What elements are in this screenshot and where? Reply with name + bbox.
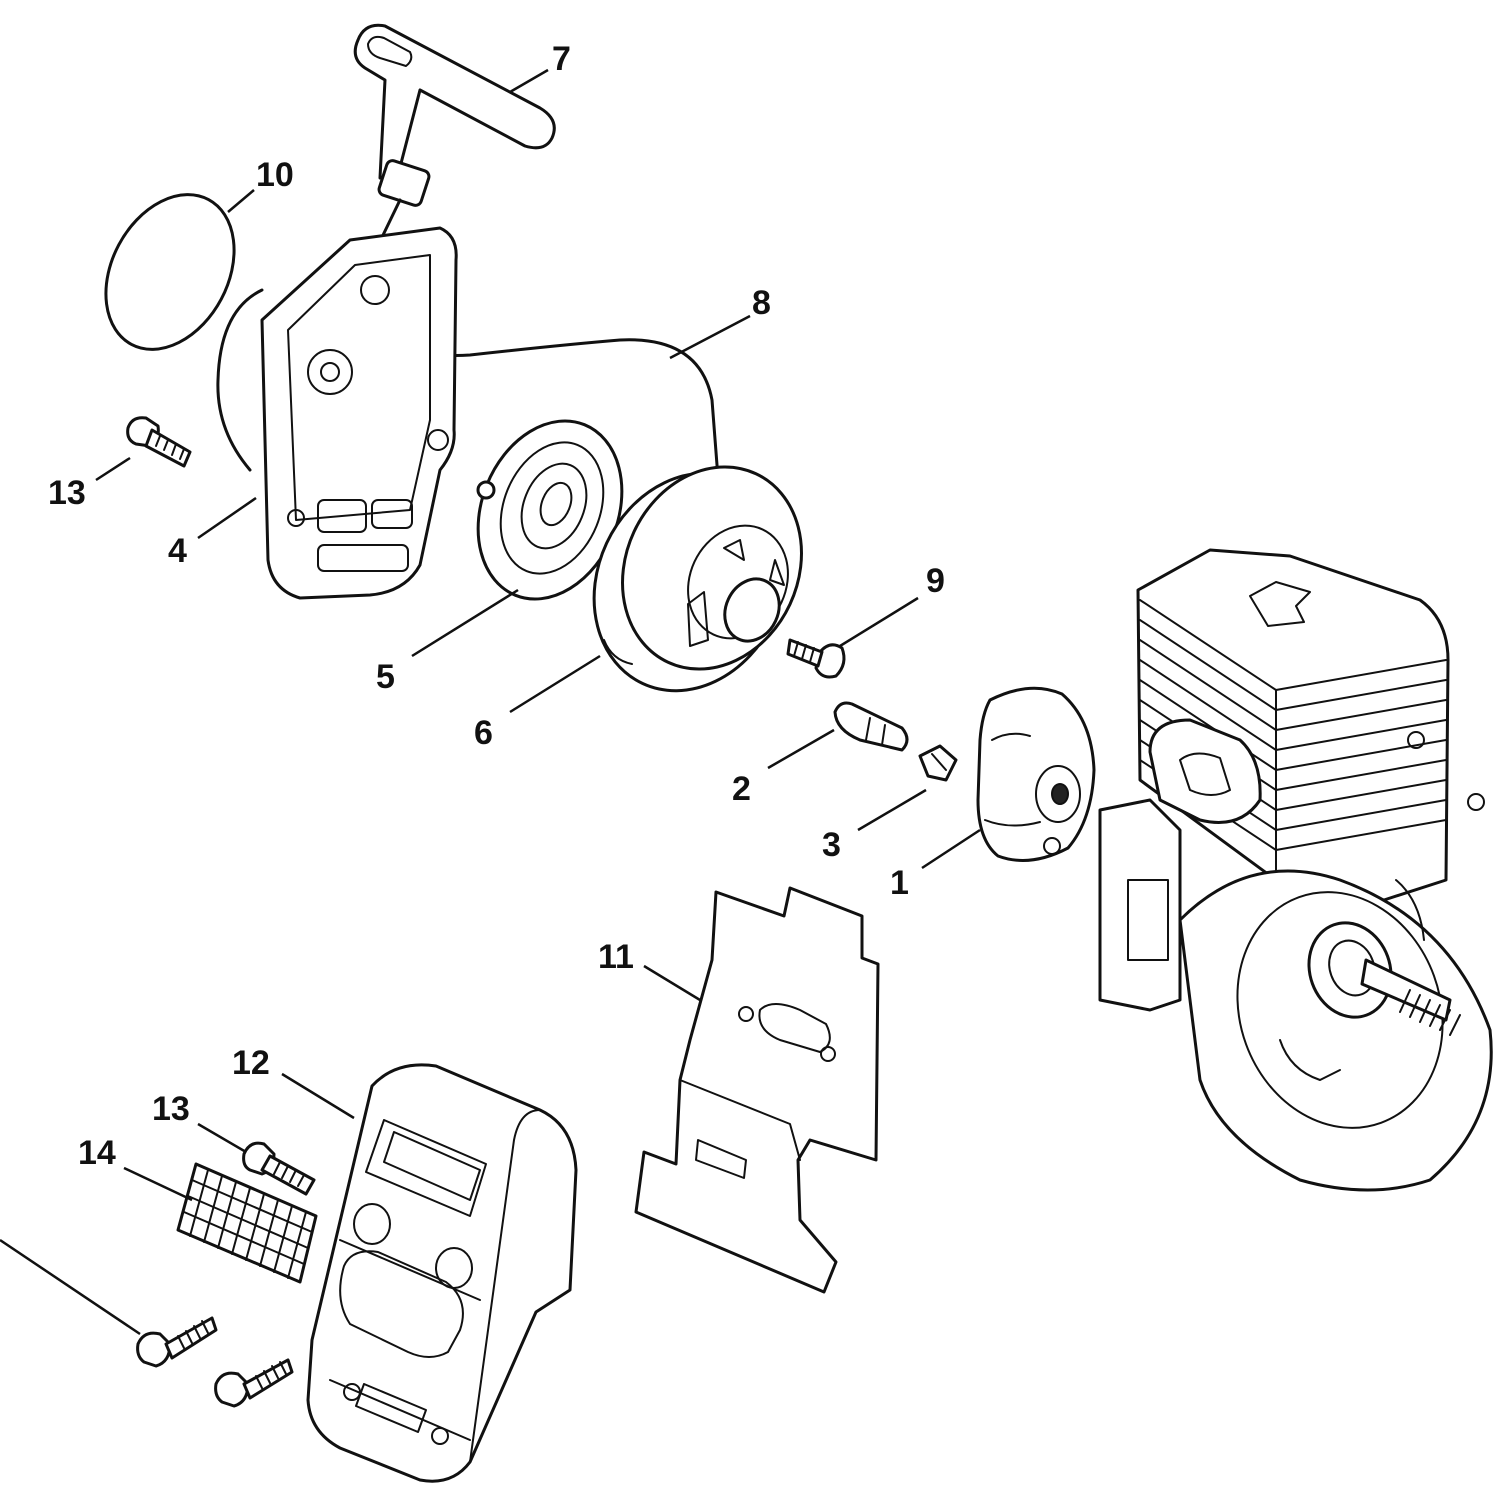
callout-4: 4 — [168, 532, 187, 570]
part-3-spring-clip[interactable] — [918, 744, 958, 782]
callout-9: 9 — [926, 562, 945, 600]
part-7-starter-handle[interactable] — [353, 23, 556, 207]
part-13-screw-lower[interactable] — [242, 1141, 316, 1196]
part-12-muffler[interactable] — [306, 1063, 578, 1483]
callout-labels: 7 10 8 13 4 9 5 6 2 3 1 11 12 13 14 — [48, 40, 945, 1172]
part-10-o-ring[interactable] — [80, 172, 259, 371]
callout-7: 7 — [552, 40, 571, 78]
callout-1: 1 — [890, 864, 909, 902]
part-4-fan-housing[interactable] — [216, 226, 458, 600]
callout-8: 8 — [752, 284, 771, 322]
part-11-heat-shield[interactable] — [634, 886, 880, 1294]
part-14-spark-screen[interactable] — [176, 1162, 318, 1284]
callout-14: 14 — [78, 1134, 116, 1172]
part-13-screw-upper[interactable] — [126, 416, 192, 468]
part-2-pawl[interactable] — [833, 701, 909, 752]
engine-block — [1098, 548, 1493, 1192]
callout-6: 6 — [474, 714, 493, 752]
part-1-fan-wheel[interactable] — [976, 686, 1096, 862]
callout-12: 12 — [232, 1044, 270, 1082]
callout-2: 2 — [732, 770, 751, 808]
part-6-rope-rotor[interactable] — [559, 437, 834, 722]
muffler-screw-left[interactable] — [136, 1316, 218, 1368]
callout-11: 11 — [598, 938, 634, 976]
leader-lines — [0, 68, 981, 1336]
callout-13a: 13 — [48, 474, 86, 512]
muffler-screw-right[interactable] — [214, 1358, 294, 1408]
part-9-screw[interactable] — [786, 638, 846, 679]
callout-3: 3 — [822, 826, 841, 864]
callout-13b: 13 — [152, 1090, 190, 1128]
callout-5: 5 — [376, 658, 395, 696]
callout-10: 10 — [256, 156, 294, 194]
